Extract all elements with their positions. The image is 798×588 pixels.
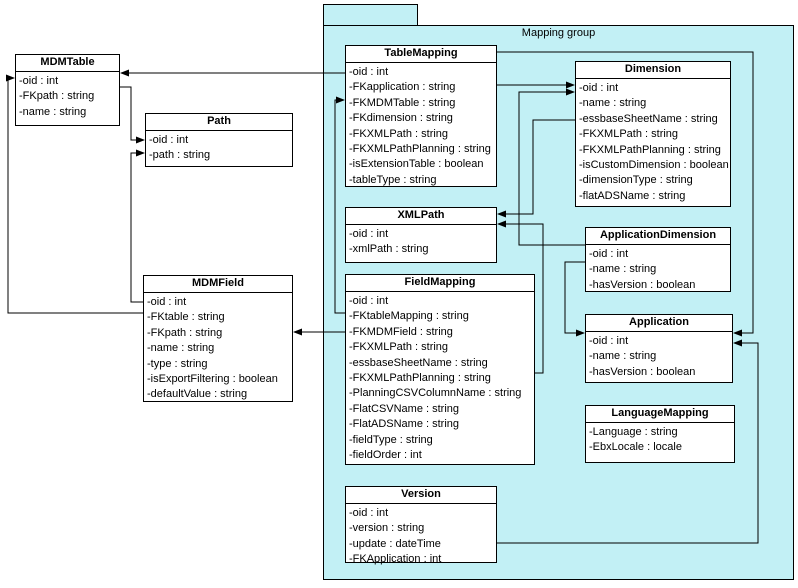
attribute: -FKpath : string — [19, 90, 95, 103]
attribute: -isCustomDimension : boolean — [579, 159, 729, 172]
attribute: -defaultValue : string — [147, 388, 248, 401]
class-dimension: Dimension -oid : int -name : string -essba… — [575, 61, 731, 207]
class-title: Dimension — [576, 62, 730, 79]
package-label: Mapping group — [521, 27, 596, 39]
class-title: FieldMapping — [346, 275, 534, 292]
attribute: -fieldOrder : int — [349, 449, 422, 462]
attribute: -isExportFiltering : boolean — [147, 373, 278, 386]
class-title: MDMField — [144, 276, 292, 293]
attribute: -FKXMLPath : string — [349, 341, 449, 354]
attribute: -oid : int — [349, 295, 389, 307]
attribute-list: -oid : int -FKtableMapping : string -FKMDM… — [346, 292, 534, 463]
attribute: -FKapplication : string — [349, 81, 456, 94]
attribute: -FKXMLPath : string — [349, 127, 449, 140]
class-title: ApplicationDimension — [586, 228, 730, 245]
attribute: -update : dateTime — [349, 537, 441, 550]
attribute: -oid : int — [147, 296, 187, 308]
class-title: TableMapping — [346, 46, 496, 63]
attribute: -isExtensionTable : boolean — [349, 158, 484, 171]
attribute: -oid : int — [349, 507, 389, 519]
class-mdmfield: MDMField -oid : int -FKtable : string -FKp… — [143, 275, 293, 402]
attribute: -FKMDMField : string — [349, 325, 453, 338]
class-path: Path -oid : int -path : string — [145, 113, 293, 167]
attribute: -PlanningCSVColumnName : string — [349, 387, 522, 400]
attribute: -FKtableMapping : string — [349, 310, 469, 323]
attribute: -FlatCSVName : string — [349, 402, 460, 415]
attribute-list: -oid : int -FKtable : string -FKpath : str… — [144, 293, 292, 403]
attribute: -fieldType : string — [349, 433, 433, 446]
class-tablemapping: TableMapping -oid : int -FKapplication : … — [345, 45, 497, 187]
attribute: -essbaseSheetName : string — [349, 356, 488, 369]
attribute: -FKdimension : string — [349, 112, 453, 125]
attribute: -FKMDMTable : string — [349, 96, 456, 109]
class-title: MDMTable — [16, 55, 119, 72]
attribute: -oid : int — [19, 75, 59, 87]
class-title: LanguageMapping — [586, 406, 734, 423]
package-tab — [323, 4, 418, 26]
attribute: -name : string — [589, 263, 657, 276]
attribute: -oid : int — [149, 134, 189, 146]
attribute-list: -Language : string -EbxLocale : locale — [586, 423, 734, 456]
attribute: -path : string — [149, 149, 211, 162]
attribute: -name : string — [579, 97, 647, 110]
attribute: -FKpath : string — [147, 326, 223, 339]
attribute: -oid : int — [349, 228, 389, 240]
attribute: -oid : int — [589, 335, 629, 347]
attribute: -EbxLocale : locale — [589, 441, 682, 454]
attribute: -FKXMLPathPlanning : string — [579, 143, 721, 156]
attribute: -oid : int — [579, 82, 619, 94]
attribute: -FKXMLPathPlanning : string — [349, 143, 491, 156]
attribute: -hasVersion : boolean — [589, 365, 696, 378]
attribute-list: -oid : int -name : string -essbaseSheetNam… — [576, 79, 730, 204]
attribute: -essbaseSheetName : string — [579, 112, 718, 125]
attribute: -hasVersion : boolean — [589, 278, 696, 291]
attribute-list: -oid : int -FKpath : string -name : string — [16, 72, 119, 120]
class-application: Application -oid : int -name : string -has… — [585, 314, 733, 383]
attribute: -type : string — [147, 357, 208, 370]
class-fieldmapping: FieldMapping -oid : int -FKtableMapping :… — [345, 274, 535, 465]
class-mdmtable: MDMTable -oid : int -FKpath : string -name… — [15, 54, 120, 126]
attribute: -version : string — [349, 522, 425, 535]
attribute: -dimensionType : string — [579, 174, 693, 187]
attribute: -xmlPath : string — [349, 243, 429, 256]
attribute-list: -oid : int -name : string -hasVersion : bo… — [586, 332, 732, 380]
attribute-list: -oid : int -version : string -update : dat… — [346, 504, 496, 568]
attribute: -FKXMLPath : string — [579, 128, 679, 141]
attribute: -Language : string — [589, 426, 678, 438]
class-title: Path — [146, 114, 292, 131]
attribute: -FKtable : string — [147, 311, 225, 324]
class-title: XMLPath — [346, 208, 496, 225]
attribute: -name : string — [147, 342, 215, 355]
class-version: Version -oid : int -version : string -upda… — [345, 486, 497, 565]
attribute: -flatADSName : string — [579, 189, 686, 202]
relation-mdmtable-path — [120, 86, 145, 144]
attribute-list: -oid : int -path : string — [146, 131, 292, 164]
attribute: -FKXMLPathPlanning : string — [349, 372, 491, 385]
attribute: -FKApplication : int — [349, 553, 442, 566]
class-title: Version — [346, 487, 496, 504]
class-xmlpath: XMLPath -oid : int -xmlPath : string — [345, 207, 497, 263]
class-applicationdimension: ApplicationDimension -oid : int -name : s… — [585, 227, 731, 292]
attribute: -oid : int — [349, 66, 389, 78]
attribute: -name : string — [589, 350, 657, 363]
attribute: -tableType : string — [349, 173, 437, 186]
attribute: -oid : int — [589, 248, 629, 260]
class-languagemapping: LanguageMapping -Language : string -EbxLo… — [585, 405, 735, 463]
class-title: Application — [586, 315, 732, 332]
attribute-list: -oid : int -name : string -hasVersion : bo… — [586, 245, 730, 293]
attribute: -FlatADSName : string — [349, 418, 460, 431]
attribute-list: -oid : int -xmlPath : string — [346, 225, 496, 258]
attribute-list: -oid : int -FKapplication : string -FKMDMT… — [346, 63, 496, 188]
attribute: -name : string — [19, 105, 87, 118]
